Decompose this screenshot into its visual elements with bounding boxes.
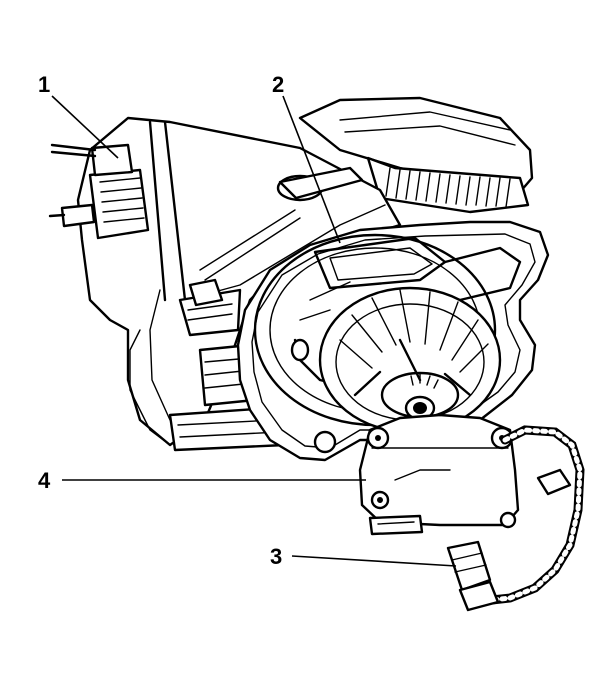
electrical-connector-3 bbox=[446, 540, 500, 612]
callout-leaders bbox=[51, 95, 457, 567]
leader-1 bbox=[51, 95, 119, 159]
blower-motor bbox=[358, 413, 520, 536]
leader-2 bbox=[282, 95, 341, 244]
vent-ribs bbox=[385, 167, 511, 208]
callout-labels: 1 2 3 4 bbox=[38, 72, 284, 569]
callout-4: 4 bbox=[38, 468, 51, 493]
wire-harness bbox=[487, 425, 585, 605]
upper-duct bbox=[298, 96, 534, 214]
callout-3: 3 bbox=[270, 544, 282, 569]
callout-1: 1 bbox=[38, 72, 50, 97]
leader-3 bbox=[291, 555, 457, 567]
electrical-connector-1 bbox=[48, 143, 150, 240]
callout-2: 2 bbox=[272, 72, 284, 97]
blower-wheel bbox=[318, 286, 502, 434]
hvac-case bbox=[76, 116, 402, 452]
